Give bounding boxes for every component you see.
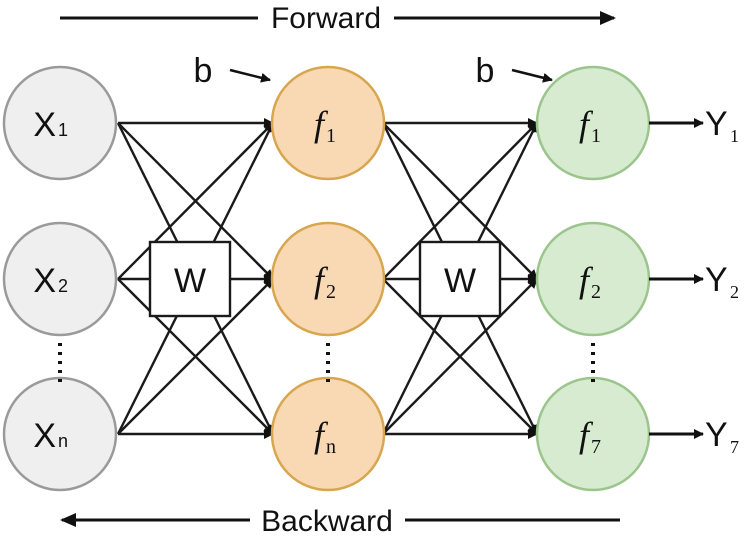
output-node-2: f 2 <box>535 221 651 337</box>
weight-label-2: W <box>444 262 476 300</box>
input-node-n-base: X <box>33 417 56 455</box>
hidden-node-2: f 2 <box>270 221 386 337</box>
bias-group-1: b <box>194 52 271 90</box>
hidden-node-n: f n <box>270 376 386 492</box>
input-node-1: X 1 <box>2 65 118 181</box>
bias-arrow-2 <box>511 68 553 83</box>
output-label-1-sub: 1 <box>730 126 739 146</box>
forward-label: Forward <box>271 2 381 35</box>
output-node-7-sub: 7 <box>591 436 601 458</box>
backward-arrow-group: Backward <box>60 505 620 538</box>
forward-arrow-group: Forward <box>60 2 616 35</box>
input-node-1-base: X <box>33 106 56 144</box>
bias-arrow-1 <box>229 68 271 83</box>
weight-box-2: W <box>418 240 502 318</box>
bias-label-2: b <box>476 52 495 90</box>
output-label-2-base: Y <box>705 261 728 299</box>
hidden-node-2-sub: 2 <box>326 281 336 303</box>
input-node-2-base: X <box>33 262 56 300</box>
input-node-2-sub: 2 <box>58 276 68 296</box>
weight-box-1: W <box>148 240 232 318</box>
output-node-1: f 1 <box>535 65 651 181</box>
ellipsis-dots <box>58 343 595 385</box>
output-node-2-sub: 2 <box>591 281 601 303</box>
hidden-node-n-sub: n <box>326 436 336 458</box>
bias-group-2: b <box>476 52 553 90</box>
input-node-1-sub: 1 <box>58 120 68 140</box>
output-label-1-base: Y <box>705 105 728 143</box>
output-arrow-7: Y 7 <box>649 416 739 457</box>
output-node-7: f 7 <box>535 376 651 492</box>
backward-label: Backward <box>261 505 393 538</box>
input-node-2: X 2 <box>2 221 118 337</box>
output-label-2-sub: 2 <box>730 282 739 302</box>
output-arrow-1: Y 1 <box>649 105 739 146</box>
output-node-1-sub: 1 <box>591 125 601 147</box>
connections-input-hidden <box>116 118 275 439</box>
hidden-node-1: f 1 <box>270 65 386 181</box>
input-node-n-sub: n <box>58 431 68 451</box>
bias-label-1: b <box>194 52 213 90</box>
weight-label-1: W <box>174 262 206 300</box>
output-label-7-sub: 7 <box>730 437 739 457</box>
output-arrow-2: Y 2 <box>649 261 739 302</box>
input-node-n: X n <box>2 376 118 492</box>
hidden-node-1-sub: 1 <box>326 125 336 147</box>
output-label-7-base: Y <box>705 416 728 454</box>
